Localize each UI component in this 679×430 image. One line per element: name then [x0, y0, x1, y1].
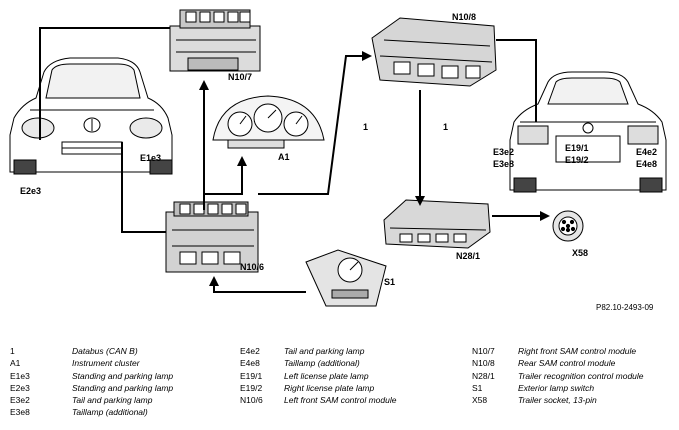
legend-row: N10/6 Left front SAM control module: [240, 394, 396, 406]
exterior-lamp-switch-illustration: [305, 249, 387, 307]
line-s1-to-n10-6: [209, 276, 306, 293]
legend-row: E3e8 Taillamp (additional): [10, 406, 173, 418]
legend-code: N10/6: [240, 395, 263, 406]
legend-description: Taillamp (additional): [72, 407, 148, 418]
connection-lines: [39, 27, 550, 293]
right-front-sam-module-illustration: [169, 9, 261, 72]
legend-row: E1e3 Standing and parking lamp: [10, 370, 173, 382]
legend-code: E19/1: [240, 370, 263, 381]
legend-description: Exterior lamp switch: [518, 382, 595, 393]
legend-description: Rear SAM control module: [518, 358, 616, 369]
legend-code: A1: [10, 358, 21, 369]
legend-code: E3e8: [10, 407, 30, 418]
instrument-cluster-illustration: [212, 95, 325, 149]
legend-row: 1 Databus (CAN B): [10, 345, 173, 357]
line-n10-8-to-rear-lamps: [496, 39, 537, 122]
legend-code: N10/7: [472, 346, 495, 356]
legend-row: N10/7 Right front SAM control module: [472, 345, 644, 357]
label-a1: A1: [278, 152, 290, 162]
left-front-sam-module-illustration: [165, 201, 259, 273]
legend-description: Standing and parking lamp: [72, 382, 174, 393]
figure-reference-number: P82.10-2493-09: [596, 303, 654, 312]
label-e2e3: E2e3: [20, 186, 41, 196]
legend-description: Databus (CAN B): [72, 346, 138, 356]
line-n10-6-to-a1: [204, 156, 247, 195]
legend-row: E3e2 Tail and parking lamp: [10, 394, 173, 406]
legend-code: E4e2: [240, 346, 260, 356]
legend-row: N28/1 Trailer recognition control module: [472, 370, 644, 382]
legend-description: Standing and parking lamp: [72, 370, 174, 381]
label-bus-right: 1: [443, 122, 448, 132]
legend-description: Instrument cluster: [72, 358, 140, 369]
label-n10-7: N10/7: [228, 72, 252, 82]
legend-description: Right front SAM control module: [518, 346, 637, 356]
legend-description: Left license plate lamp: [284, 370, 369, 381]
line-n10-6-to-front-right-lamp: [121, 142, 166, 233]
legend-row: X58 Trailer socket, 13-pin: [472, 394, 644, 406]
legend-description: Trailer recognition control module: [518, 370, 644, 381]
rear-car-illustration: [509, 71, 667, 193]
label-e3e2: E3e2: [493, 147, 514, 157]
legend-description: Tail and parking lamp: [284, 346, 365, 356]
legend-row: N10/8 Rear SAM control module: [472, 357, 644, 369]
line-databus-n10-6-to-n10-8: [258, 51, 372, 195]
legend-description: Right license plate lamp: [284, 382, 375, 393]
legend-row: E4e2 Tail and parking lamp: [240, 345, 396, 357]
trailer-socket-illustration: [552, 210, 584, 242]
legend-code: E1e3: [10, 370, 30, 381]
legend-code: N28/1: [472, 370, 495, 381]
label-e4e8: E4e8: [636, 159, 657, 169]
line-n10-7-to-front-left-lamp: [39, 27, 170, 140]
label-e19-2: E19/2: [565, 155, 589, 165]
label-e3e8: E3e8: [493, 159, 514, 169]
diagram-labels: N10/7 N10/8 A1 E1e3 E2e3 1 1 E3e2 E3e8 E…: [20, 12, 657, 287]
label-bus-left: 1: [363, 122, 368, 132]
front-car-illustration: [9, 57, 173, 175]
label-s1: S1: [384, 277, 395, 287]
legend-code: E2e3: [10, 382, 30, 393]
legend-code: E3e2: [10, 395, 30, 406]
legend-code: E4e8: [240, 358, 260, 369]
legend-code: X58: [472, 395, 488, 406]
legend-code: E19/2: [240, 382, 263, 393]
legend-description: Tail and parking lamp: [72, 395, 153, 406]
label-e4e2: E4e2: [636, 147, 657, 157]
legend-description: Left front SAM control module: [284, 395, 397, 406]
legend-row: E2e3 Standing and parking lamp: [10, 382, 173, 394]
legend-description: Trailer socket, 13-pin: [518, 395, 597, 406]
label-x58: X58: [572, 248, 588, 258]
label-n28-1: N28/1: [456, 251, 480, 261]
legend-description: Taillamp (additional): [284, 358, 360, 369]
trailer-recognition-module-illustration: [383, 199, 491, 249]
legend-row: E19/1 Left license plate lamp: [240, 370, 396, 382]
legend-code: N10/8: [472, 358, 495, 369]
label-e19-1: E19/1: [565, 143, 589, 153]
legend-row: S1 Exterior lamp switch: [472, 382, 644, 394]
legend-code: 1: [10, 346, 15, 356]
legend-code: S1: [472, 382, 483, 393]
rear-sam-module-illustration: [371, 17, 497, 87]
label-n10-8: N10/8: [452, 12, 476, 22]
legend-row: E4e8 Taillamp (additional): [240, 357, 396, 369]
legend-row: E19/2 Right license plate lamp: [240, 382, 396, 394]
label-e1e3: E1e3: [140, 153, 161, 163]
legend-row: A1 Instrument cluster: [10, 357, 173, 369]
label-n10-6: N10/6: [240, 262, 264, 272]
